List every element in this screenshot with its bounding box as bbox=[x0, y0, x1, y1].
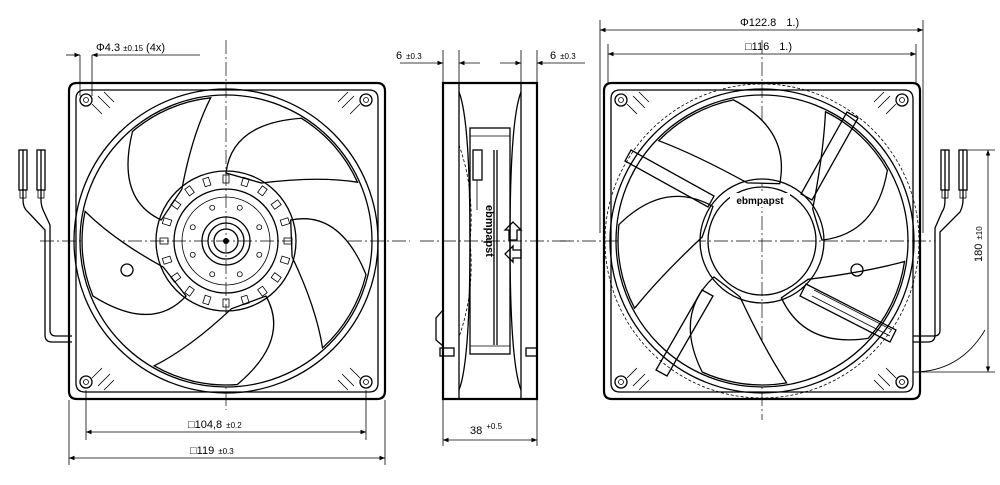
mounting-hole bbox=[614, 375, 628, 389]
hub-rivets bbox=[189, 204, 263, 278]
rear-struts bbox=[624, 111, 897, 377]
lead-length-label: 180±10 bbox=[973, 226, 985, 262]
inner-square-label: □104,8±0.2 bbox=[188, 419, 242, 431]
hole-diameter-label: Φ4.3±0.15(4x) bbox=[96, 42, 165, 54]
hub-tooth bbox=[159, 237, 169, 245]
hub-tooth bbox=[184, 185, 195, 197]
rear-frame bbox=[602, 81, 922, 401]
hub-tooth bbox=[161, 217, 173, 227]
hub-tooth bbox=[257, 285, 268, 297]
front-hub-outer bbox=[155, 170, 297, 312]
airflow-arrow-icon bbox=[503, 221, 523, 241]
hub-tooth bbox=[270, 199, 282, 210]
hub-rivet bbox=[236, 271, 243, 278]
side-left-dim: 6±0.3 bbox=[396, 50, 422, 62]
fan-blade bbox=[290, 218, 367, 350]
fan-blade bbox=[689, 276, 788, 386]
side-depth-label: 38+0.5 bbox=[470, 422, 503, 437]
hub-tooth bbox=[170, 272, 182, 283]
hub-tooth bbox=[222, 174, 230, 184]
hub-tooth bbox=[161, 255, 173, 265]
hub-tooth bbox=[270, 272, 282, 283]
hub-rivet bbox=[189, 251, 196, 258]
front-impeller-blades bbox=[81, 97, 367, 386]
mounting-hole bbox=[614, 93, 628, 107]
fan-blade bbox=[812, 110, 889, 241]
hub-tooth bbox=[279, 217, 291, 227]
hub-rivet bbox=[256, 224, 263, 231]
rear-brand-label: ebmpapst bbox=[736, 196, 784, 207]
hub-tooth bbox=[279, 255, 291, 265]
hub-tooth bbox=[257, 185, 268, 197]
hub-tooth bbox=[240, 294, 250, 306]
hub-rivet bbox=[236, 204, 243, 211]
hub-tooth bbox=[184, 285, 195, 297]
hub-tooth bbox=[202, 176, 212, 188]
rotation-arrow-icon bbox=[504, 244, 522, 264]
hub-tooth bbox=[202, 294, 212, 306]
hub-tooth bbox=[222, 298, 230, 308]
hub-rivet bbox=[189, 224, 196, 231]
mounting-hole bbox=[895, 375, 909, 389]
rear-venturi bbox=[609, 88, 915, 394]
hub-tooth bbox=[240, 176, 250, 188]
hub-rivet bbox=[209, 271, 216, 278]
front-lead-wires bbox=[18, 149, 72, 343]
hub-rivet bbox=[256, 251, 263, 258]
mounting-hole bbox=[359, 375, 373, 389]
mounting-hole bbox=[79, 375, 93, 389]
front-frame bbox=[67, 81, 387, 401]
fan-blade bbox=[617, 195, 714, 310]
side-right-dim: 6±0.3 bbox=[550, 50, 576, 62]
fan-blade bbox=[127, 97, 212, 221]
front-venturi-outer bbox=[73, 88, 379, 394]
side-brand-label: ebmpapst bbox=[483, 205, 495, 257]
mounting-hole bbox=[359, 93, 373, 107]
side-view: ebmpapst 6±0.3 6±0.3 38+0.5 bbox=[396, 50, 585, 446]
front-view: Φ4.3±0.15(4x) □104,8±0.2 □119±0.3 bbox=[18, 40, 410, 465]
fan-blade bbox=[657, 99, 783, 185]
hub-rivet bbox=[209, 204, 216, 211]
fan-blade bbox=[225, 117, 359, 184]
mounting-hole bbox=[79, 93, 93, 107]
rear-hub bbox=[699, 178, 825, 304]
rear-lead-wires bbox=[912, 149, 986, 373]
hub-rotor-teeth bbox=[159, 174, 293, 308]
outer-square-label: □119±0.3 bbox=[190, 445, 234, 457]
hub-tooth bbox=[170, 199, 182, 210]
mounting-hole bbox=[895, 93, 909, 107]
rear-impeller-blades bbox=[617, 99, 906, 386]
fan-blade bbox=[81, 210, 187, 315]
side-body bbox=[441, 81, 539, 401]
hub-tooth bbox=[283, 237, 293, 245]
fan-blade bbox=[152, 295, 275, 386]
